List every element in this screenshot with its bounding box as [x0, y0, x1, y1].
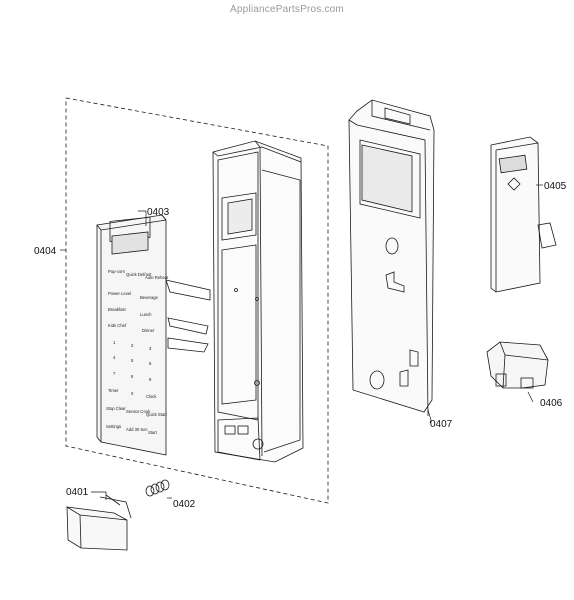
key-label: Lunch	[140, 312, 152, 317]
key-label: Quick Start	[146, 412, 168, 417]
key-label: Pop-corn	[108, 269, 126, 274]
key-label: Sensor Cook	[126, 409, 151, 414]
keypad-label-grid: Pop-corn Quick Defrost Auto Reheat Power…	[106, 269, 169, 435]
key-label: 4	[113, 355, 116, 360]
control-board-part	[490, 136, 557, 293]
key-label: Settings	[106, 424, 121, 429]
callout-0404: 0404	[34, 246, 57, 257]
key-label: 7	[113, 371, 116, 376]
key-label: Stop Clear	[106, 406, 126, 411]
key-label: 3	[149, 346, 152, 351]
spring-part	[145, 479, 170, 497]
key-label: Start	[148, 430, 158, 435]
key-label: Clock	[146, 394, 157, 399]
key-label: Add 30 Sec	[126, 427, 148, 432]
control-panel-frame	[212, 140, 304, 463]
key-label: Auto Reheat	[145, 275, 169, 280]
key-label: Beverage	[140, 295, 159, 300]
callout-0406: 0406	[540, 398, 563, 409]
mounting-bracket-part	[348, 99, 435, 417]
callout-0402: 0402	[173, 499, 196, 510]
key-label: Power Level	[108, 291, 131, 296]
key-label: Quick Defrost	[126, 272, 152, 277]
key-label: Timer	[108, 388, 119, 393]
key-label: 2	[131, 343, 134, 348]
callout-0403: 0403	[147, 207, 170, 218]
leader-lines	[60, 184, 543, 500]
watermark-text: AppliancePartsPros.com	[230, 4, 344, 15]
door-switch-part	[486, 341, 549, 389]
callout-0401: 0401	[66, 487, 89, 498]
key-label: 0	[131, 391, 134, 396]
key-label: 1	[113, 340, 116, 345]
key-label: Kids Chef	[108, 323, 127, 328]
key-label: Breakfast	[108, 307, 127, 312]
callout-0405: 0405	[544, 181, 567, 192]
assembly-boundary	[65, 97, 329, 504]
key-label: 8	[131, 374, 134, 379]
key-label: Dinner	[142, 328, 155, 333]
membrane-keypad-part	[96, 214, 211, 456]
door-release-button-part	[66, 494, 132, 551]
key-label: 5	[131, 358, 134, 363]
key-label: 6	[149, 361, 152, 366]
callout-0407: 0407	[430, 419, 453, 430]
key-label: 9	[149, 377, 152, 382]
